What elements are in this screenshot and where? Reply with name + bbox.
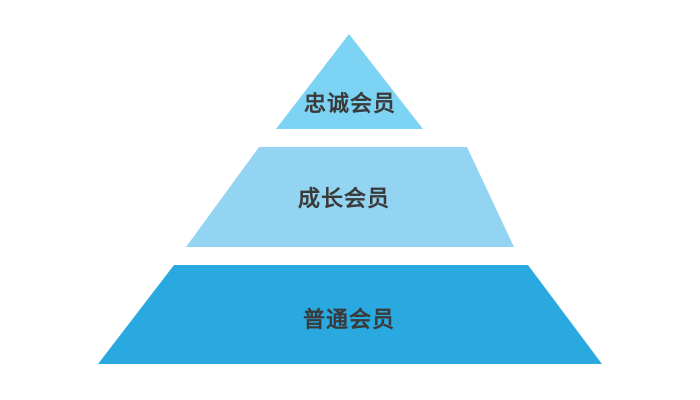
tier-label-growth: 成长会员	[297, 187, 391, 212]
pyramid-tier-top	[276, 34, 423, 129]
pyramid-tier-middle	[186, 147, 514, 247]
tier-label-regular: 普通会员	[302, 308, 396, 333]
pyramid-tier-bottom	[98, 265, 602, 364]
tier-label-loyal: 忠诚会员	[303, 92, 397, 117]
